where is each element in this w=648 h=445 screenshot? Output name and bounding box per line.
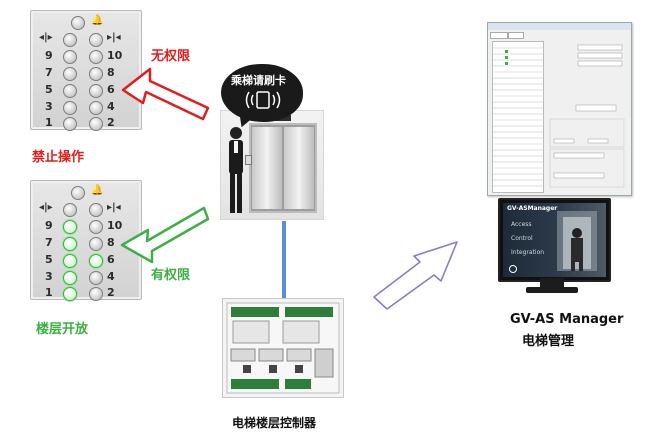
- power-icon: [509, 265, 517, 273]
- floor-list: [492, 41, 544, 193]
- floor-label: 10: [107, 219, 123, 232]
- has-permission-label: 有权限: [151, 268, 191, 283]
- software-settings-window: [487, 22, 632, 196]
- floor-label: 5: [45, 253, 53, 266]
- floor-button: [89, 287, 103, 301]
- controller-label: 电梯楼层控制器: [232, 416, 317, 430]
- floor-button: [89, 117, 103, 131]
- floor-label: 1: [45, 286, 53, 299]
- floor-label: 9: [45, 219, 53, 232]
- floor-button: [89, 50, 103, 64]
- management-arrow: [373, 241, 458, 310]
- floor-button: [89, 101, 103, 115]
- floor-label: 8: [107, 236, 115, 249]
- door-close-icon: ▸|◂: [107, 32, 121, 43]
- screen-menu-control: Control: [511, 235, 533, 242]
- elevator-panel-open: 🔔 ◂|▸ ▸|◂ 9 10 7 8 5 6 3 4 1 2: [30, 180, 142, 301]
- speech-bubble: 乘梯请刷卡: [221, 64, 303, 122]
- elevator-scene: [220, 110, 324, 220]
- floor-button-enabled: [63, 271, 77, 285]
- has-permission-arrow: [120, 206, 210, 264]
- settings-panel: [548, 41, 626, 191]
- elevator-door-frame: [249, 123, 317, 213]
- window-titlebar: [488, 23, 631, 30]
- door-open-icon: ◂|▸: [39, 202, 53, 213]
- floor-label: 4: [107, 100, 115, 113]
- door-close-icon: ▸|◂: [107, 202, 121, 213]
- screen-title: GV-ASManager: [507, 205, 558, 212]
- elevator-door-right: [284, 127, 314, 209]
- tab-floors: [508, 32, 524, 39]
- floor-button: [89, 271, 103, 285]
- bell-icon: 🔔: [91, 185, 104, 196]
- panel-button: [71, 16, 85, 30]
- card-prompt-text: 乘梯请刷卡: [231, 74, 286, 87]
- controller-circuit-icon: [226, 302, 340, 394]
- floor-button: [89, 84, 103, 98]
- floor-label: 2: [107, 286, 115, 299]
- floor-button-enabled: [89, 254, 103, 268]
- monitor-base: [526, 287, 578, 293]
- no-permission-label: 无权限: [151, 49, 191, 64]
- elevator-panel-locked: 🔔 ◂|▸ ▸|◂ 9 10 7 8 5 6 3 4 1 2: [30, 10, 142, 131]
- floor-label: 1: [45, 116, 53, 129]
- floor-button: [89, 67, 103, 81]
- floor-label: 8: [107, 66, 115, 79]
- floor-button-enabled: [63, 220, 77, 234]
- floor-button: [89, 220, 103, 234]
- floor-button-enabled: [63, 237, 77, 251]
- screen-menu-integration: Integration: [511, 249, 545, 256]
- floor-button: [63, 50, 77, 64]
- monitor-screen: GV-ASManager Access Control Integration: [503, 203, 606, 277]
- rfid-card-icon: [245, 91, 281, 109]
- floor-open-caption: 楼层开放: [36, 322, 89, 337]
- elevator-door-left: [252, 127, 282, 209]
- floor-label: 2: [107, 116, 115, 129]
- panel-button: [63, 203, 77, 217]
- floor-label: 4: [107, 270, 115, 283]
- panel-button: [63, 33, 77, 47]
- floor-label: 5: [45, 83, 53, 96]
- no-permission-arrow: [121, 67, 210, 121]
- panel-top-row: 🔔: [31, 14, 141, 31]
- forbidden-caption: 禁止操作: [32, 150, 85, 165]
- floor-button: [63, 84, 77, 98]
- monitor: GV-ASManager Access Control Integration: [498, 198, 611, 282]
- floor-button: [63, 67, 77, 81]
- floor-label: 6: [107, 83, 115, 96]
- tab-general: [490, 32, 508, 39]
- floor-button-enabled: [63, 287, 77, 301]
- monitor-stand: [540, 278, 564, 288]
- floor-button: [63, 101, 77, 115]
- floor-label: 3: [45, 270, 53, 283]
- floor-button-enabled: [63, 254, 77, 268]
- panel-button: [89, 33, 103, 47]
- door-open-icon: ◂|▸: [39, 32, 53, 43]
- person-figure: [229, 127, 243, 213]
- product-name: GV-AS Manager: [510, 312, 624, 327]
- panel-button: [71, 186, 85, 200]
- product-subtitle: 电梯管理: [522, 334, 575, 349]
- door-camera-view: [557, 211, 597, 271]
- floor-label: 10: [107, 49, 123, 62]
- floor-label: 3: [45, 100, 53, 113]
- panel-button: [89, 203, 103, 217]
- floor-button: [89, 237, 103, 251]
- elevator-controller-board: [222, 298, 344, 398]
- screen-menu-access: Access: [511, 221, 532, 228]
- floor-label: 7: [45, 66, 53, 79]
- card-reader: [245, 155, 252, 165]
- floor-label: 6: [107, 253, 115, 266]
- floor-label: 9: [45, 49, 53, 62]
- floor-button: [63, 117, 77, 131]
- bell-icon: 🔔: [91, 15, 104, 26]
- floor-label: 7: [45, 236, 53, 249]
